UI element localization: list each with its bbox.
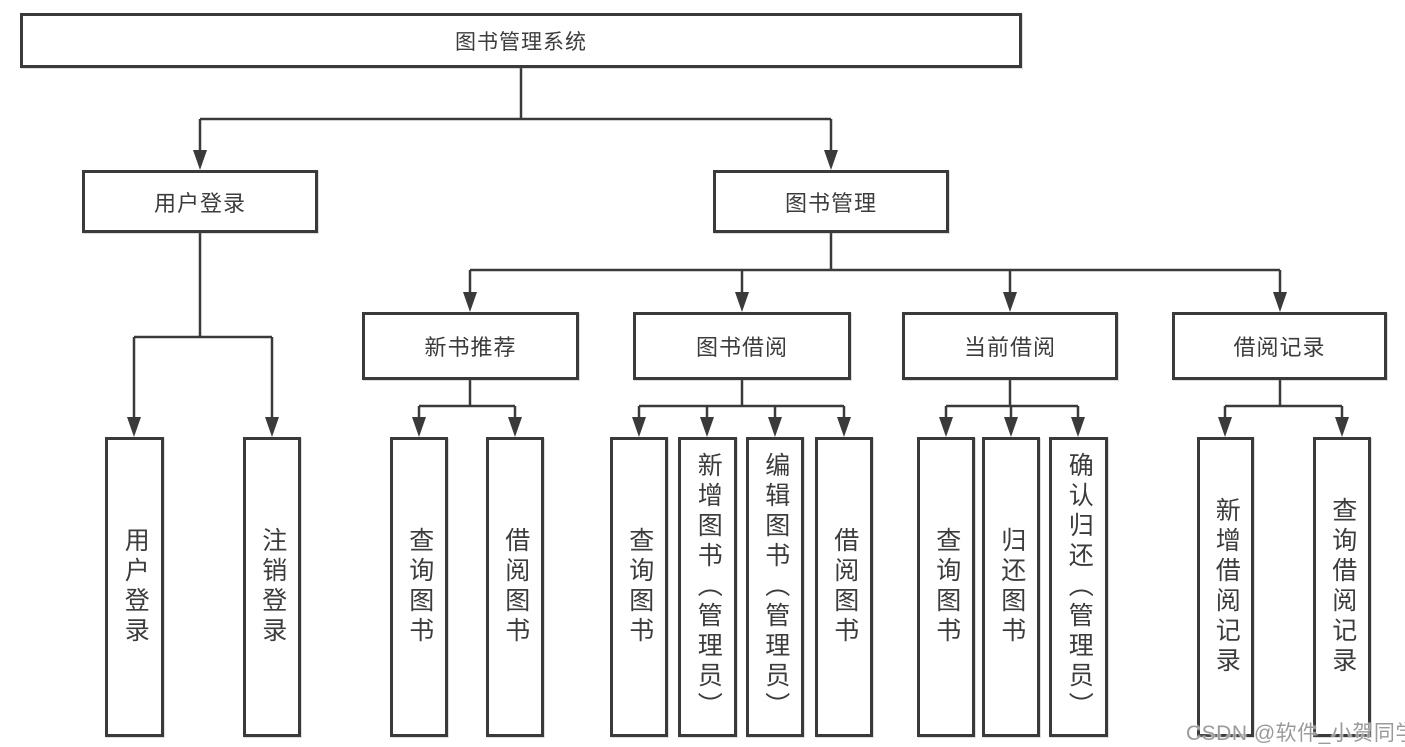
leaf-query-borrow-record: 查询借阅记录	[1313, 437, 1371, 737]
leaf-query-books-recommend: 查询图书	[390, 437, 448, 737]
leaf-confirm-return-admin: 确认归还（管理员）	[1049, 437, 1108, 737]
node-label: 确认归还（管理员）	[1065, 452, 1094, 722]
leaf-add-book-admin: 新增图书（管理员）	[678, 437, 737, 737]
node-label: 用户登录	[121, 527, 150, 647]
watermark: CSDN @软件_小贺同学	[1186, 722, 1405, 745]
node-book-borrowing: 图书借阅	[633, 312, 851, 380]
node-label: 注销登录	[258, 527, 287, 647]
node-label: 查询借阅记录	[1328, 497, 1357, 677]
node-label: 查询图书	[932, 527, 961, 647]
node-borrowing-records: 借阅记录	[1172, 312, 1387, 380]
node-label: 借阅图书	[501, 527, 530, 647]
leaf-add-borrow-record: 新增借阅记录	[1197, 437, 1254, 737]
node-label: 借阅记录	[1233, 335, 1326, 360]
leaf-edit-book-admin: 编辑图书（管理员）	[746, 437, 804, 737]
leaf-borrow-books-recommend: 借阅图书	[486, 437, 544, 737]
leaf-query-books-borrow: 查询图书	[610, 437, 668, 737]
node-label: 新书推荐	[424, 335, 517, 360]
leaf-user-login: 用户登录	[105, 437, 164, 737]
connector-borrowing-children	[637, 380, 846, 423]
leaf-return-books: 归还图书	[982, 437, 1040, 737]
connector-user-login-children	[132, 233, 274, 423]
arrowheads	[127, 150, 1349, 437]
node-label: 编辑图书（管理员）	[761, 452, 790, 722]
node-label: 图书管理	[784, 190, 877, 216]
node-label: 归还图书	[997, 527, 1026, 647]
node-label: 图书管理系统	[455, 30, 587, 54]
node-label: 图书借阅	[695, 335, 788, 360]
node-current-borrowing: 当前借阅	[902, 312, 1118, 380]
node-label: 用户登录	[153, 190, 246, 216]
connector-records-children	[1223, 380, 1344, 423]
connector-book-management-children	[468, 233, 1282, 298]
connector-current-children	[944, 380, 1080, 423]
node-book-management: 图书管理	[713, 170, 949, 233]
node-label: 查询图书	[625, 527, 654, 647]
connector-recommend-children	[417, 380, 517, 423]
node-new-book-recommendation: 新书推荐	[362, 312, 579, 380]
node-label: 新增借阅记录	[1212, 497, 1241, 677]
node-label: 借阅图书	[830, 527, 859, 647]
connector-root-to-level2	[198, 68, 833, 156]
leaf-query-books-current: 查询图书	[917, 437, 975, 737]
node-label: 新增图书（管理员）	[694, 452, 723, 722]
node-root: 图书管理系统	[20, 13, 1022, 68]
leaf-logout: 注销登录	[243, 437, 301, 737]
node-label: 查询图书	[405, 527, 434, 647]
node-user-login: 用户登录	[82, 170, 318, 233]
node-label: 当前借阅	[963, 335, 1056, 360]
leaf-borrow-books-borrow: 借阅图书	[815, 437, 873, 737]
